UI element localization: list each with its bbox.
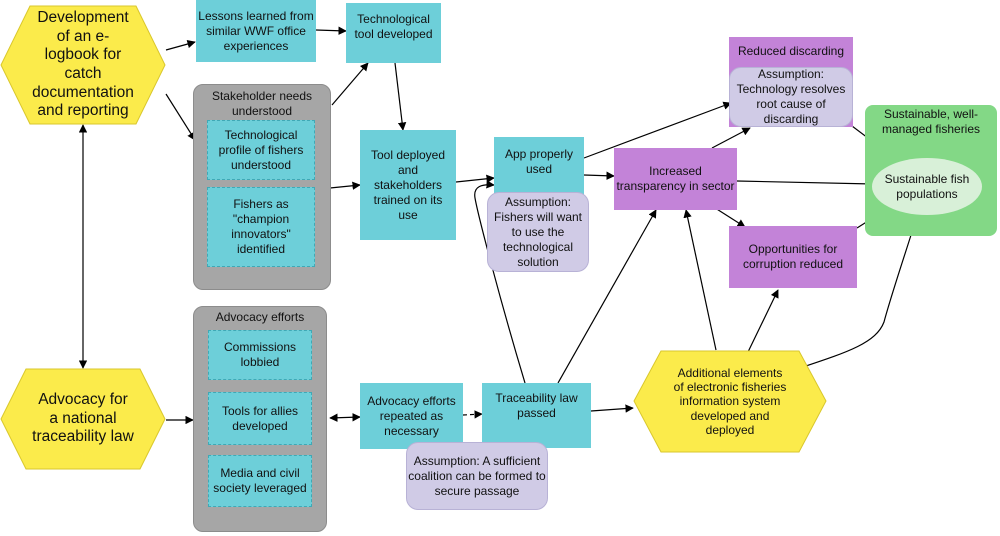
node-champion: Fishers as "champion innovators" identif… [207, 187, 315, 267]
node-reduced-discarding-label: Reduced discarding [737, 44, 845, 58]
arrow-transparency-sustainable [736, 179, 874, 189]
node-assumption-coalition: Assumption: A sufficient coalition can b… [406, 442, 548, 510]
arrow-additional-fish [799, 199, 924, 369]
node-lessons: Lessons learned from similar WWF office … [196, 0, 316, 62]
node-tool-developed: Technological tool developed [346, 3, 441, 63]
arrow-efforts-repeated [329, 413, 361, 422]
group-sustainable-label: Sustainable, well-managed fisheries [881, 107, 981, 136]
node-corruption: Opportunities for corruption reduced [729, 226, 857, 288]
arrow-law-additional [590, 404, 634, 413]
arrow-additional-transparency [683, 209, 717, 351]
node-deployed: Tool deployed and stakeholders trained o… [360, 130, 456, 240]
arrow-app-transparency [583, 171, 615, 180]
node-assumption-tech: Assumption: Technology resolves root cau… [729, 67, 853, 127]
node-additional: Additional elements of electronic fisher… [633, 350, 827, 453]
arrow-deployed-app [455, 174, 495, 183]
node-advocacy-law-label: Advocacy for a national traceability law [32, 391, 134, 446]
arrow-lessons-tool [315, 26, 347, 35]
arrow-elogbook-lessons [165, 39, 196, 51]
arrow-stakeholders-tool [331, 62, 369, 106]
node-law-passed: Traceability law passed [482, 383, 591, 448]
arrow-transparency-discarding [711, 127, 751, 149]
node-media: Media and civil society leveraged [208, 455, 312, 507]
node-transparency: Increased transparency in sector [614, 148, 737, 210]
node-additional-label: Additional elements of electronic fisher… [673, 365, 787, 438]
node-commissions: Commissions lobbied [208, 330, 312, 380]
node-tools-allies: Tools for allies developed [208, 392, 312, 445]
arrow-repeated-law [462, 410, 483, 419]
arrow-stakeholders-deployed [329, 181, 361, 190]
group-stakeholder-needs-label: Stakeholder needs understood [211, 89, 313, 118]
arrow-tool-deployed [394, 62, 407, 131]
node-elogbook-label: Development of an e-logbook for catch do… [32, 9, 134, 120]
node-app-used: App properly used [494, 137, 584, 195]
arrow-additional-corruption [747, 289, 779, 353]
arrow-elogbook-stakeholders [165, 93, 196, 141]
arrow-law-transparency [557, 209, 657, 384]
group-advocacy-efforts-label: Advocacy efforts [215, 310, 305, 324]
node-tech-profile: Technological profile of fishers underst… [207, 120, 315, 180]
node-fish-populations: Sustainable fish populations [872, 158, 982, 215]
node-advocacy-law: Advocacy for a national traceability law [0, 368, 166, 470]
node-elogbook: Development of an e-logbook for catch do… [0, 5, 166, 125]
arrow-app-discarding [583, 101, 732, 159]
node-assumption-fishers: Assumption: Fishers will want to use the… [487, 192, 589, 272]
node-repeated: Advocacy efforts repeated as necessary [360, 383, 463, 449]
arrow-law-app [474, 180, 526, 384]
